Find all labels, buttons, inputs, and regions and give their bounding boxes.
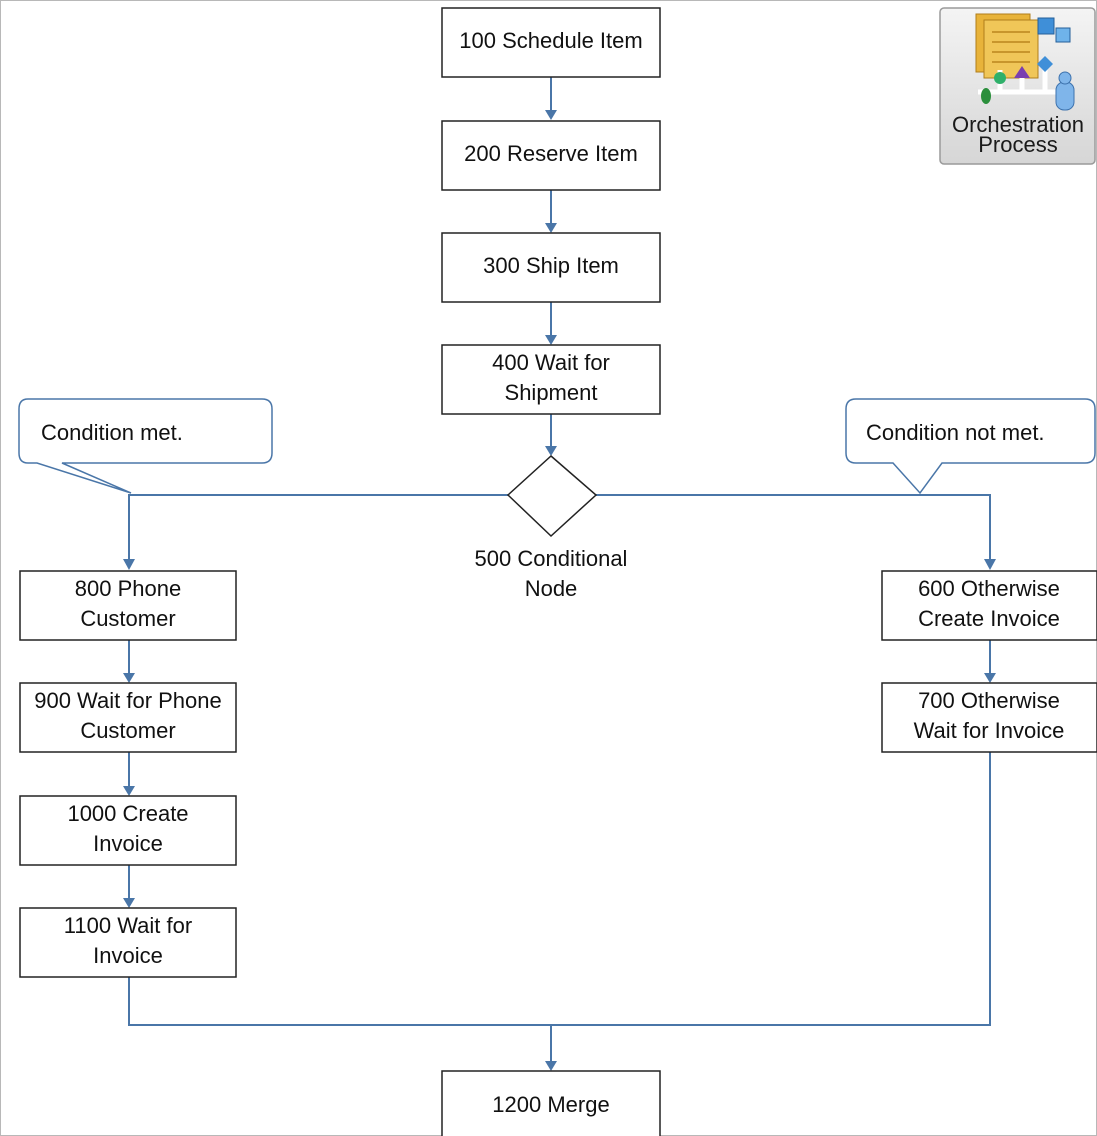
step-1100-label-line-2: Invoice: [93, 943, 163, 968]
arrowhead: [984, 673, 996, 683]
callout-condition-met: Condition met.: [18, 398, 273, 494]
callout-shape: [845, 398, 1096, 495]
arrowhead: [545, 335, 557, 345]
workflow-shapes-icon: [978, 17, 1075, 111]
step-400-label-line-1: 400 Wait for: [492, 350, 610, 375]
step-1000-box[interactable]: [19, 795, 237, 866]
arrowhead: [123, 559, 135, 570]
callout-condition-not-met: Condition not met.: [845, 398, 1096, 495]
step-900-label-line-1: 900 Wait for Phone: [34, 688, 222, 713]
orchestration-process-icon: Orchestration Process: [939, 7, 1096, 165]
edge-1100-merge: [128, 977, 551, 1026]
step-1200-label-line-1: 1200 Merge: [492, 1092, 609, 1117]
step-400-label-line-2: Shipment: [505, 380, 598, 405]
step-900-box[interactable]: [19, 682, 237, 753]
step-labels: 100 Schedule Item 200 Reserve Item 300 Shi…: [34, 28, 1064, 1117]
arrowhead: [123, 673, 135, 683]
step-300-box[interactable]: [441, 232, 661, 303]
step-1000-label-line-2: Invoice: [93, 831, 163, 856]
step-700-label-line-1: 700 Otherwise: [918, 688, 1060, 713]
step-800-box[interactable]: [19, 570, 237, 641]
step-400-box[interactable]: [441, 344, 661, 415]
edge-500-800: [128, 494, 508, 559]
arrowhead: [984, 559, 996, 570]
icon-label-line-2: Process: [978, 132, 1057, 157]
arrowhead: [123, 898, 135, 908]
step-700-box[interactable]: [881, 682, 1097, 753]
process-steps: [19, 7, 1097, 1136]
callout-condition-met-text: Condition met.: [41, 420, 183, 445]
callout-shape: [18, 398, 273, 494]
step-300-label-line-1: 300 Ship Item: [483, 253, 619, 278]
step-1000-label-line-1: 1000 Create: [67, 801, 188, 826]
edge-500-600: [596, 494, 991, 559]
icon-label-line-1: Orchestration: [952, 112, 1084, 137]
step-500-label-line-2: Node: [525, 576, 578, 601]
step-800-label-line-2: Customer: [80, 606, 175, 631]
arrowhead: [545, 1061, 557, 1071]
arrowhead: [545, 223, 557, 233]
step-200-label-line-1: 200 Reserve Item: [464, 141, 638, 166]
step-1100-label-line-1: 1100 Wait for: [64, 913, 192, 938]
callout-condition-not-met-text: Condition not met.: [866, 420, 1045, 445]
step-500-diamond[interactable]: [506, 454, 598, 538]
arrowhead: [545, 110, 557, 120]
step-1100-box[interactable]: [19, 907, 237, 978]
step-800-label-line-1: 800 Phone: [75, 576, 181, 601]
step-500-label-line-1: 500 Conditional: [475, 546, 628, 571]
document-stack-icon: [975, 13, 1039, 79]
step-600-label-line-1: 600 Otherwise: [918, 576, 1060, 601]
step-600-box[interactable]: [881, 570, 1097, 641]
step-200-box[interactable]: [441, 120, 661, 191]
step-1200-box[interactable]: [441, 1070, 661, 1136]
step-100-box[interactable]: [441, 7, 661, 78]
step-700-label-line-2: Wait for Invoice: [914, 718, 1065, 743]
edge-700-merge: [551, 752, 991, 1026]
arrowhead: [545, 446, 557, 456]
step-600-label-line-2: Create Invoice: [918, 606, 1060, 631]
step-900-label-line-2: Customer: [80, 718, 175, 743]
connectors: [123, 77, 996, 1071]
step-100-label-line-1: 100 Schedule Item: [459, 28, 642, 53]
arrowhead: [123, 786, 135, 796]
